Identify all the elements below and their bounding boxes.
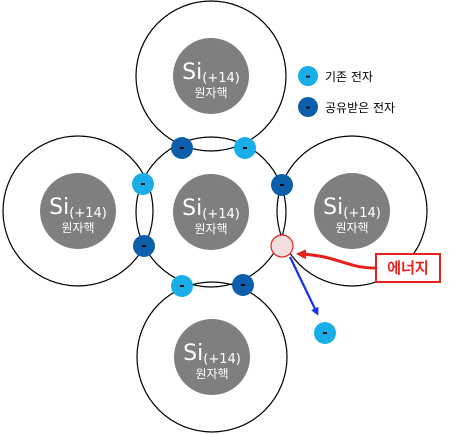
- legend-shared-swatch: [298, 97, 318, 117]
- svg-text:원자핵: 원자핵: [335, 221, 368, 235]
- svg-text:-: -: [240, 278, 245, 293]
- shell-bottom: [136, 281, 288, 433]
- svg-text:-: -: [179, 279, 184, 294]
- svg-text:-: -: [179, 141, 184, 156]
- svg-text:Si(+14): Si(+14): [182, 196, 240, 222]
- svg-text:-: -: [322, 326, 327, 341]
- shell-left: [2, 135, 154, 287]
- shared-electron: -: [271, 174, 293, 196]
- svg-text:-: -: [306, 69, 311, 83]
- nucleus-top: Si(+14) 원자핵: [173, 38, 249, 114]
- electron-hole: [270, 234, 294, 258]
- svg-text:-: -: [140, 177, 145, 192]
- nucleus-left: Si(+14) 원자핵: [40, 173, 116, 249]
- legend-existing-swatch: [298, 66, 318, 86]
- nucleus-center: Si(+14) 원자핵: [173, 174, 249, 250]
- legend: - 기존 전자 - 공유받은 전자: [298, 66, 395, 117]
- existing-electron: -: [234, 137, 256, 159]
- svg-text:-: -: [242, 141, 247, 156]
- free-electron: -: [314, 322, 336, 344]
- svg-text:-: -: [306, 100, 311, 114]
- shared-electron: -: [133, 235, 155, 257]
- escape-arrow: [289, 256, 319, 316]
- svg-text:원자핵: 원자핵: [195, 367, 228, 381]
- energy-label-box: [375, 253, 441, 283]
- energy-label: 에너지: [387, 259, 428, 277]
- shared-electron: -: [171, 137, 193, 159]
- shared-electron: -: [232, 274, 254, 296]
- svg-text:Si(+14): Si(+14): [49, 195, 107, 221]
- svg-text:-: -: [279, 178, 284, 193]
- nucleus-bottom: Si(+14) 원자핵: [174, 319, 250, 395]
- existing-electron: -: [171, 275, 193, 297]
- svg-text:Si(+14): Si(+14): [323, 195, 381, 221]
- existing-electron: -: [132, 173, 154, 195]
- svg-text:Si(+14): Si(+14): [183, 341, 241, 367]
- legend-existing: - 기존 전자: [298, 66, 373, 86]
- legend-shared: - 공유받은 전자: [298, 97, 395, 117]
- svg-text:원자핵: 원자핵: [61, 221, 94, 235]
- shell-right: [276, 135, 428, 287]
- energy-arrow: [296, 249, 377, 270]
- svg-text:원자핵: 원자핵: [194, 86, 227, 100]
- shared-electrons: - - - -: [133, 137, 293, 296]
- svg-text:-: -: [141, 239, 146, 254]
- shell-top: [135, 0, 287, 152]
- svg-text:원자핵: 원자핵: [194, 222, 227, 236]
- legend-shared-label: 공유받은 전자: [325, 101, 395, 115]
- nucleus-right: Si(+14) 원자핵: [314, 173, 390, 249]
- svg-text:Si(+14): Si(+14): [182, 60, 240, 86]
- legend-existing-label: 기존 전자: [325, 70, 373, 84]
- existing-electrons: - - -: [132, 137, 256, 297]
- shell-center: [135, 136, 287, 288]
- electron-shells: [2, 0, 428, 433]
